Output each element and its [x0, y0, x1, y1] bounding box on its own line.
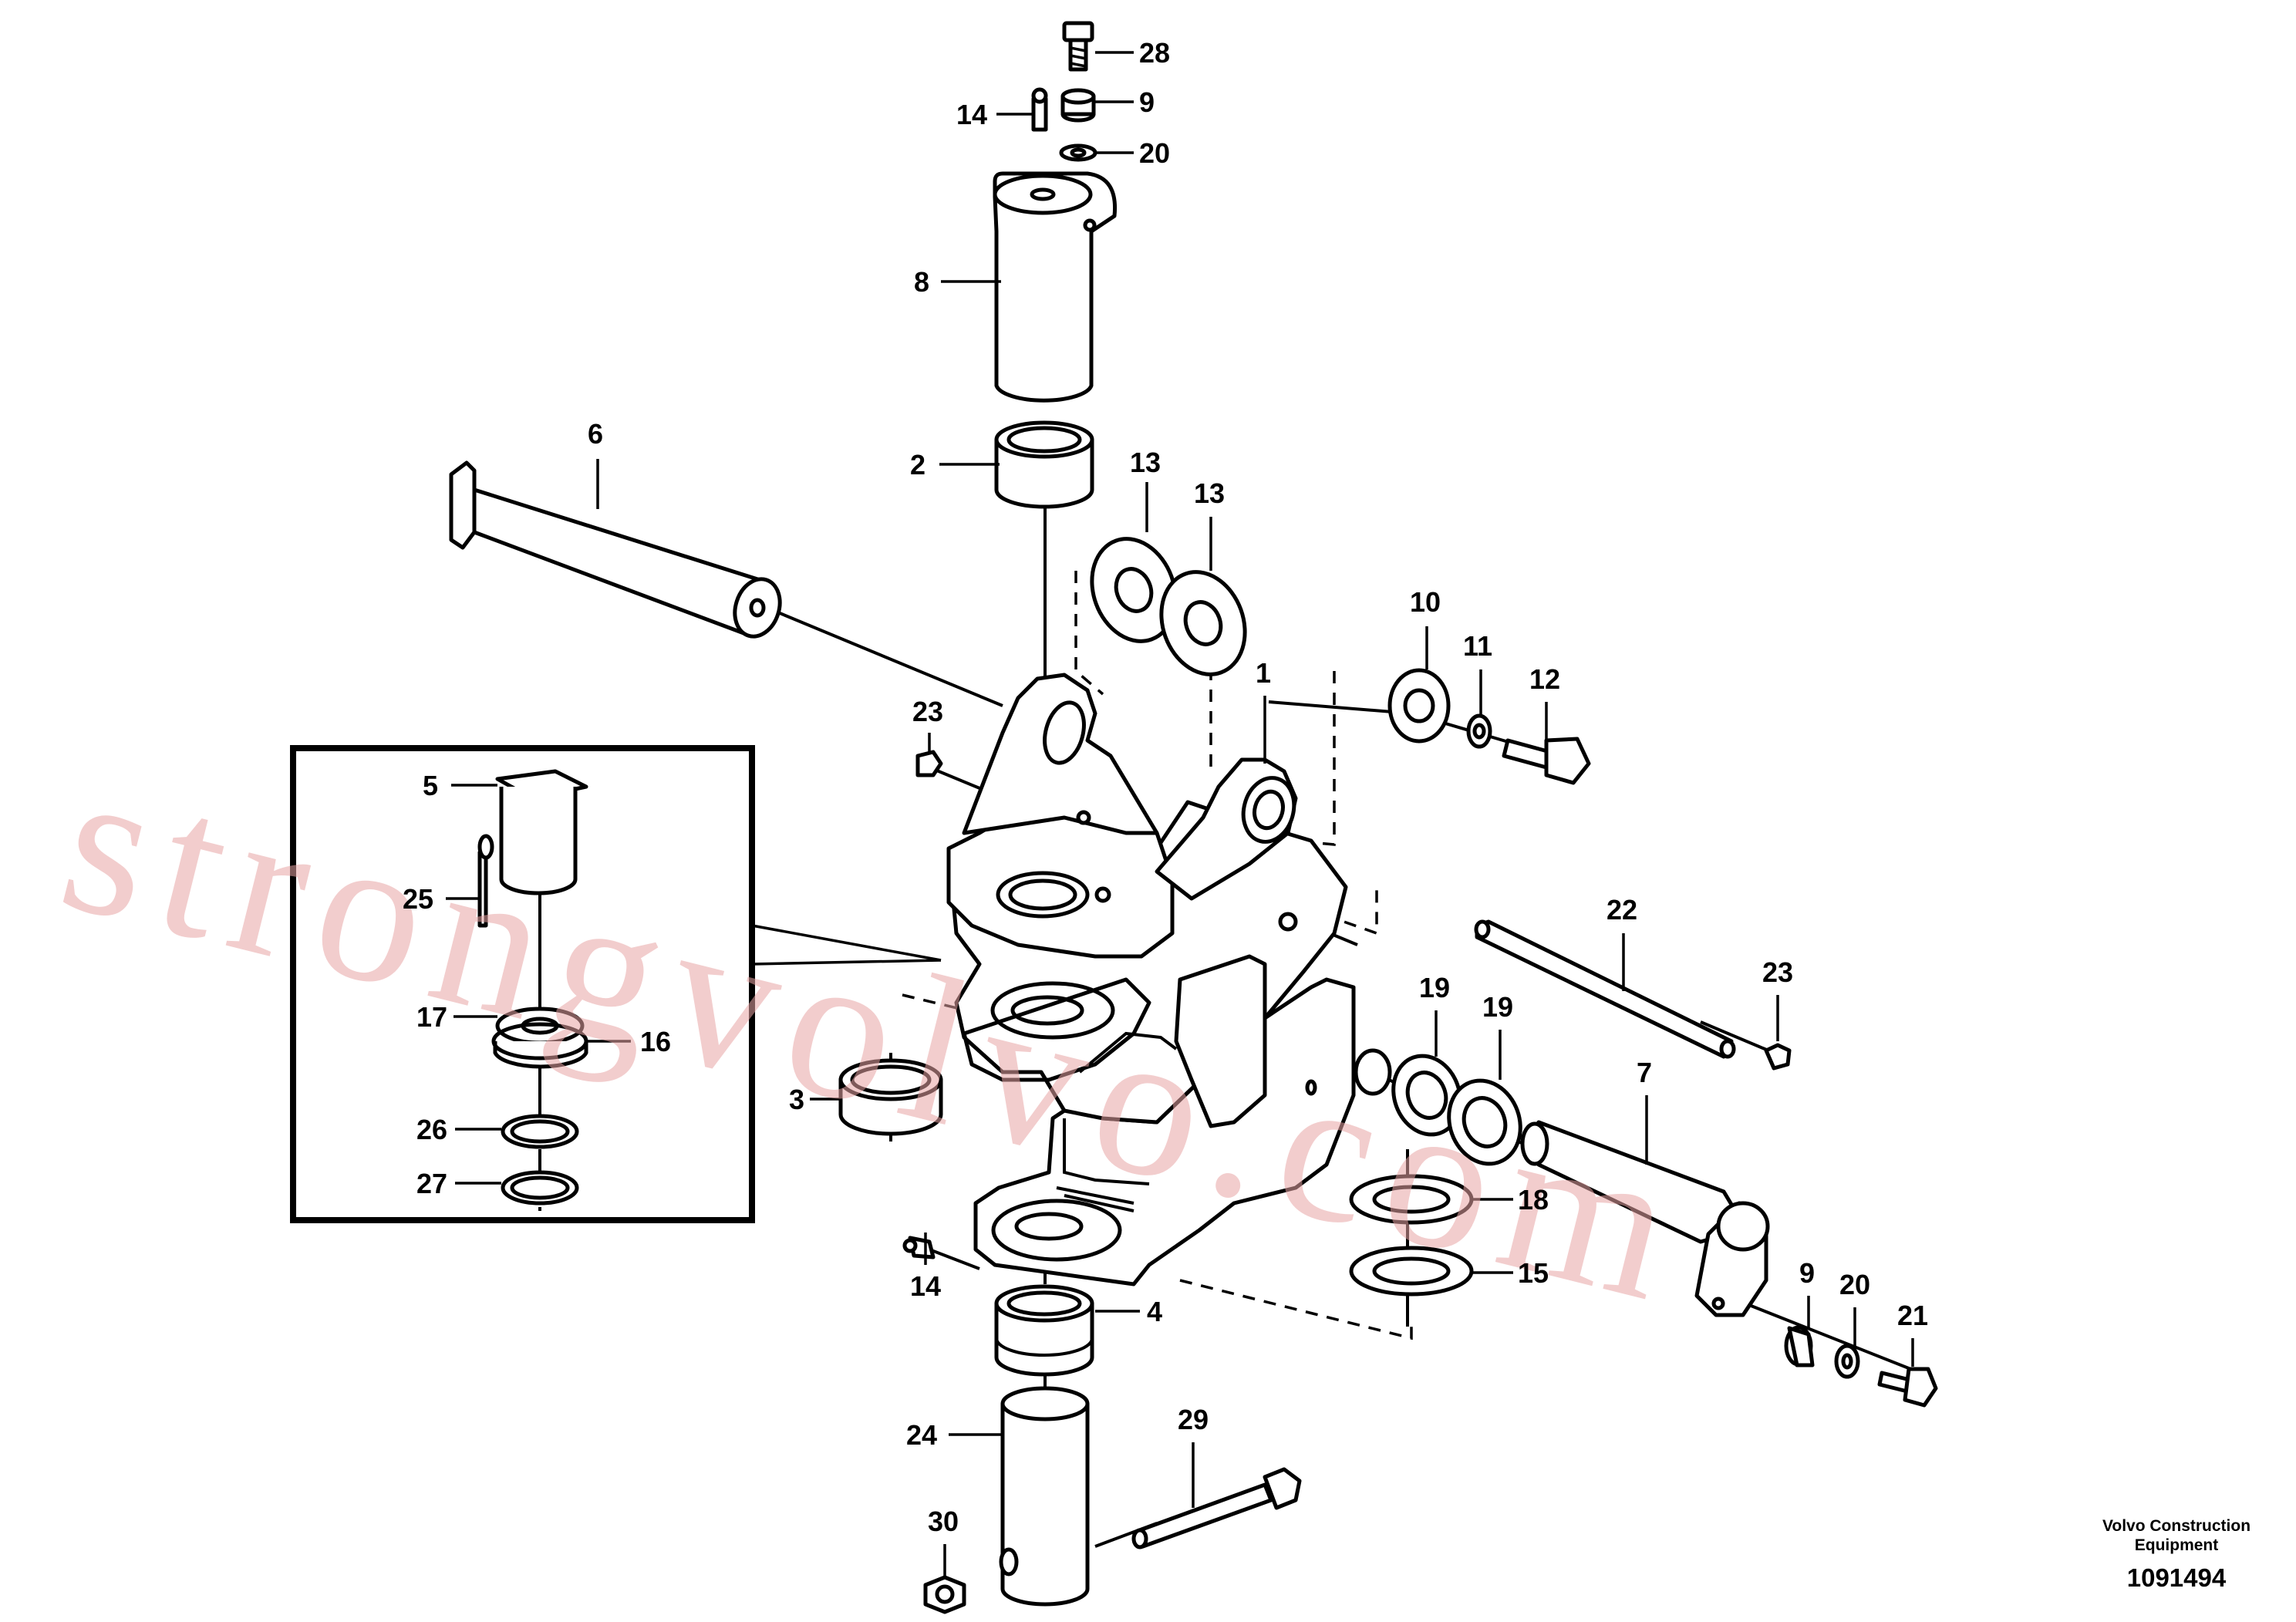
callout-13-right: 13: [1194, 477, 1225, 509]
grease-nipple-14-lower: [902, 1236, 936, 1259]
callout-10: 10: [1410, 586, 1441, 618]
washer-10: [1387, 668, 1451, 744]
callout-7: 7: [1637, 1057, 1652, 1088]
washer-15: [1349, 1246, 1474, 1297]
callout-25: 25: [403, 883, 433, 915]
bolt-29: [1131, 1467, 1302, 1549]
bushing-3: [838, 1058, 943, 1136]
callout-23-left: 23: [912, 696, 943, 727]
callout-29: 29: [1178, 1404, 1209, 1435]
rod-22: [1474, 919, 1736, 1059]
washer-20-top: [1059, 143, 1097, 162]
bolt-12: [1502, 737, 1591, 785]
callout-22: 22: [1607, 894, 1637, 926]
nut-23-upper: [915, 750, 943, 777]
pin-8: [993, 171, 1118, 403]
callout-20-top: 20: [1139, 137, 1170, 169]
grease-nipple-14-top: [1031, 87, 1048, 132]
callout-leaders: [446, 51, 1914, 1577]
callout-24: 24: [906, 1419, 937, 1451]
spacer-9-top: [1060, 88, 1096, 123]
callout-1: 1: [1256, 657, 1271, 689]
washer-11: [1466, 713, 1492, 749]
document-number: 1091494: [2127, 1563, 2227, 1592]
pin-7: [1520, 1120, 1770, 1317]
washer-20-lower: [1834, 1344, 1860, 1379]
callout-8: 8: [914, 266, 929, 298]
callout-19-right: 19: [1482, 991, 1513, 1023]
inset-detail-box: [290, 745, 755, 1223]
callout-14-lower: 14: [910, 1270, 941, 1302]
callout-19-left: 19: [1419, 972, 1450, 1003]
swing-bracket-1: [946, 673, 1392, 1286]
bushing-2: [994, 420, 1094, 509]
title-block: Volvo Construction Equipment 1091494: [2102, 1517, 2250, 1592]
callout-27: 27: [416, 1168, 447, 1199]
washers-13: [1090, 537, 1247, 676]
callout-16: 16: [640, 1026, 671, 1057]
callout-21: 21: [1897, 1300, 1928, 1331]
callout-12: 12: [1529, 663, 1560, 695]
brand-line-1: Volvo Construction: [2102, 1517, 2250, 1535]
bolt-21: [1877, 1367, 1938, 1408]
washer-18: [1349, 1174, 1474, 1225]
washers-19: [1391, 1054, 1522, 1166]
callout-28: 28: [1139, 37, 1170, 69]
callout-14-top: 14: [956, 99, 987, 130]
callout-11: 11: [1463, 630, 1492, 662]
callout-numbers: 28 9 14 20 8 6 2 13 13 10 11 12 1 23 5 2…: [403, 37, 1928, 1537]
callout-26: 26: [416, 1114, 447, 1145]
brand-line-2: Equipment: [2135, 1536, 2219, 1554]
callout-18: 18: [1518, 1184, 1549, 1216]
callout-20-lower: 20: [1839, 1269, 1870, 1300]
callout-6: 6: [588, 418, 603, 450]
callout-5: 5: [423, 770, 438, 801]
callout-9-top: 9: [1139, 86, 1155, 118]
callout-15: 15: [1518, 1257, 1549, 1289]
callout-30: 30: [928, 1506, 959, 1537]
nut-23-lower: [1764, 1043, 1792, 1071]
callout-3: 3: [789, 1084, 804, 1115]
nut-30: [923, 1575, 966, 1614]
bushing-4: [994, 1284, 1094, 1377]
callout-23-right: 23: [1762, 956, 1793, 988]
callout-2: 2: [910, 449, 925, 481]
pin-6: [449, 460, 782, 639]
callout-17: 17: [416, 1001, 447, 1033]
bolt-28: [1062, 21, 1094, 72]
callout-9-lower: 9: [1799, 1257, 1815, 1289]
spacer-9-lower: [1784, 1325, 1815, 1367]
pin-24: [999, 1386, 1090, 1607]
callout-13-left: 13: [1130, 447, 1161, 478]
callout-4: 4: [1147, 1296, 1162, 1327]
